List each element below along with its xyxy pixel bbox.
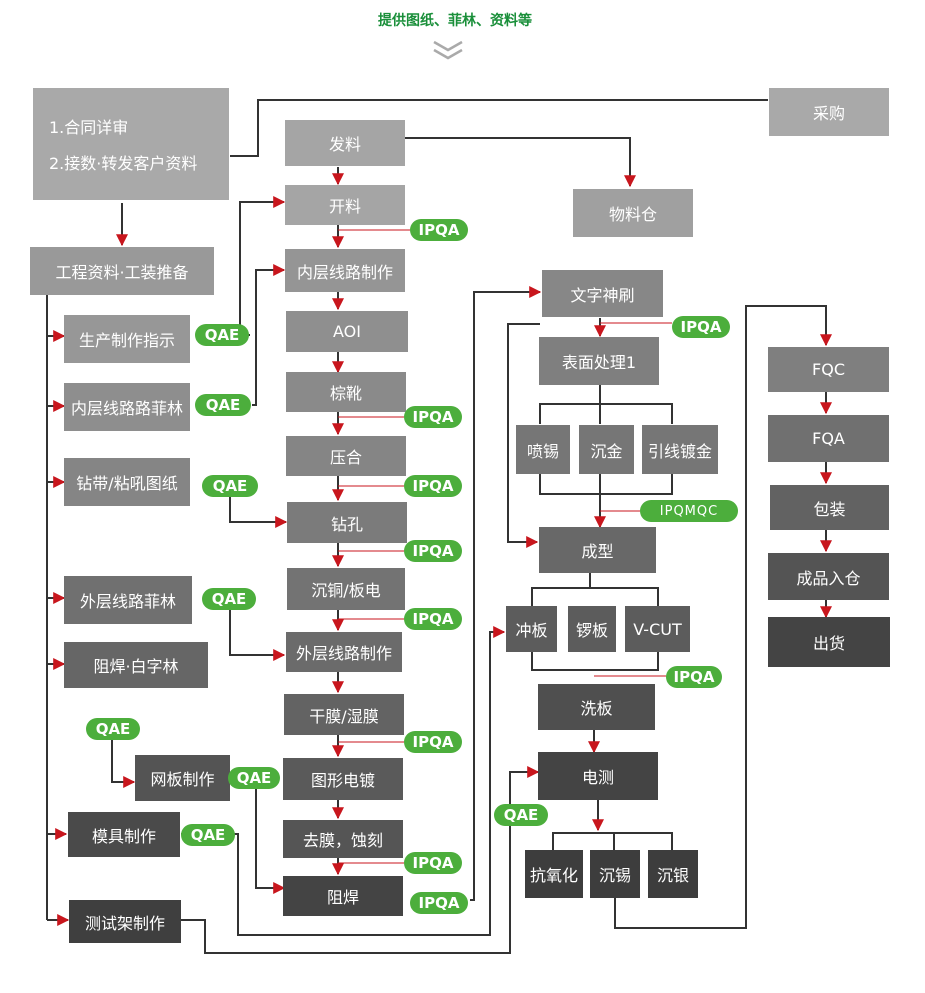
badge-ipqa: IPQA <box>404 608 462 630</box>
node-solder-mask: 阻焊 <box>283 876 403 916</box>
badge-qae: QAE <box>86 718 140 740</box>
node-outer-film: 外层线路菲林 <box>64 576 192 624</box>
header-text: 提供图纸、菲林、资料等 <box>378 13 532 29</box>
node-imm-tin: 沉锡 <box>590 850 640 898</box>
node-washing: 洗板 <box>538 684 655 730</box>
node-warehouse: 物料仓 <box>573 189 693 237</box>
badge-ipqa: IPQA <box>404 540 462 562</box>
node-solder-mask-film: 阻焊·白字林 <box>64 642 208 688</box>
node-screen-making: 网板制作 <box>135 755 230 801</box>
node-drilling: 钻孔 <box>287 502 407 543</box>
badge-ipqmqc: IPQMQC <box>640 500 738 522</box>
node-vcut: V-CUT <box>625 606 690 652</box>
badge-ipqa: IPQA <box>404 406 462 428</box>
badge-qae: QAE <box>228 767 280 789</box>
node-osp: 抗氧化 <box>525 850 583 898</box>
node-punching: 冲板 <box>506 606 557 652</box>
node-lamination: 压合 <box>286 436 406 476</box>
node-e-test: 电测 <box>538 752 658 800</box>
node-surface-treatment: 表面处理1 <box>539 337 659 385</box>
node-engineering: 工程资料·工装推备 <box>30 247 214 295</box>
node-lead-gold: 引线镀金 <box>642 425 718 474</box>
node-drill-drawing: 钻带/粘吼图纸 <box>64 458 190 506</box>
badge-qae: QAE <box>195 324 249 346</box>
node-inner-layer: 内层线路制作 <box>285 249 405 292</box>
node-cutting: 开料 <box>285 185 405 225</box>
node-stock-in: 成品入仓 <box>768 553 889 600</box>
node-purchase: 采购 <box>769 88 889 136</box>
node-imm-silver: 沉银 <box>648 850 698 898</box>
node-pattern-plating: 图形电镀 <box>283 758 403 800</box>
node-strip-etch: 去膜，蚀刻 <box>283 820 403 858</box>
node-aoi: AOI <box>286 311 408 352</box>
badge-ipqa: IPQA <box>410 219 468 241</box>
node-test-fixture: 测试架制作 <box>69 900 181 943</box>
node-contract-review: 1.合同详审 2.接数·转发客户资料 <box>33 88 229 200</box>
node-issue-material: 发料 <box>285 120 405 166</box>
badge-ipqa: IPQA <box>404 731 462 753</box>
node-dry-film: 干膜/湿膜 <box>284 694 404 735</box>
node-mold-making: 模具制作 <box>68 812 180 857</box>
badge-ipqa: IPQA <box>404 852 462 874</box>
badge-qae: QAE <box>195 394 251 416</box>
contract-line-1: 1.合同详审 <box>49 118 129 137</box>
badge-qae: QAE <box>202 475 258 497</box>
node-hasl: 喷锡 <box>516 425 570 474</box>
node-copper-plating: 沉铜/板电 <box>287 568 405 610</box>
double-chevron-down-icon <box>433 40 463 60</box>
node-browning: 棕靴 <box>286 372 406 412</box>
badge-qae: QAE <box>494 804 548 826</box>
badge-ipqa: IPQA <box>404 475 462 497</box>
node-inner-film: 内层线路路菲林 <box>64 383 190 431</box>
node-enig: 沉金 <box>579 425 634 474</box>
node-production-guide: 生产制作指示 <box>64 315 190 363</box>
badge-qae: QAE <box>202 588 256 610</box>
badge-ipqa: IPQA <box>410 892 468 914</box>
node-legend-print: 文字神刷 <box>542 270 663 317</box>
node-shipping: 出货 <box>768 617 890 667</box>
node-routing: 锣板 <box>568 606 616 652</box>
badge-ipqa: IPQA <box>666 666 722 688</box>
badge-ipqa: IPQA <box>672 316 730 338</box>
node-outer-layer: 外层线路制作 <box>286 632 402 672</box>
node-fqa: FQA <box>768 415 889 462</box>
node-packing: 包装 <box>770 485 889 530</box>
badge-qae: QAE <box>181 824 235 846</box>
contract-line-2: 2.接数·转发客户资料 <box>49 154 198 173</box>
node-forming: 成型 <box>539 527 656 573</box>
node-fqc: FQC <box>768 347 889 392</box>
